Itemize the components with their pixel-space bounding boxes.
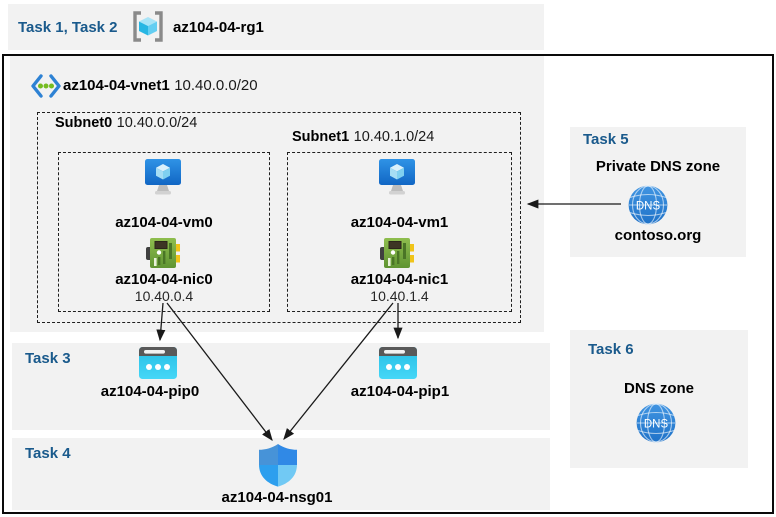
vnet-cidr: 10.40.0.0/20	[174, 77, 258, 94]
subnet1-name: Subnet1	[292, 129, 350, 145]
task4-label: Task 4	[25, 445, 71, 462]
subnet1-cidr: 10.40.1.0/24	[353, 129, 435, 145]
nic0-label: az104-04-nic0	[115, 271, 213, 288]
subnet0-name: Subnet0	[55, 115, 113, 131]
subnet0-box	[58, 152, 270, 312]
nic0-ip: 10.40.0.4	[134, 288, 194, 304]
task3-label: Task 3	[25, 350, 71, 367]
task6-label: Task 6	[588, 341, 634, 358]
subnet0-title: Subnet0 10.40.0.0/24	[55, 114, 197, 132]
resource-group-icon	[131, 10, 165, 43]
nic1-ip: 10.40.1.4	[370, 288, 429, 304]
private-dns-zone-name: contoso.org	[614, 227, 702, 244]
vnet-panel	[10, 56, 544, 332]
resource-group-band	[8, 4, 544, 50]
nic1-label: az104-04-nic1	[350, 271, 449, 288]
dns-zone-icon: DNS	[628, 185, 668, 225]
subnet0-cidr: 10.40.0.0/24	[116, 115, 198, 131]
virtual-network-icon	[31, 73, 61, 99]
dns-icon-text: DNS	[636, 201, 661, 213]
dns-icon-text: DNS	[644, 419, 669, 431]
task5-label: Task 5	[583, 131, 629, 148]
dns-zone-icon: DNS	[636, 403, 676, 443]
dns-zone-title: DNS zone	[623, 380, 694, 397]
public-ip-icon	[379, 347, 417, 379]
network-interface-icon	[380, 238, 414, 268]
nsg-shield-icon	[259, 444, 297, 487]
nsg-label: az104-04-nsg01	[221, 489, 333, 506]
subnet1-title: Subnet1 10.40.1.0/24	[292, 128, 434, 146]
vm0-label: az104-04-vm0	[115, 214, 213, 231]
vnet-title: az104-04-vnet1 10.40.0.0/20	[63, 77, 258, 95]
pip0-label: az104-04-pip0	[100, 383, 200, 400]
diagram-outer-box	[2, 54, 774, 514]
resource-group-name: az104-04-rg1	[173, 19, 264, 36]
private-dns-zone-title: Private DNS zone	[595, 158, 721, 175]
subnet1-box	[287, 152, 512, 312]
vm1-label: az104-04-vm1	[350, 214, 449, 231]
virtual-machine-icon	[145, 159, 181, 195]
network-interface-icon	[146, 238, 180, 268]
public-ip-icon	[139, 347, 177, 379]
pip1-label: az104-04-pip1	[350, 383, 450, 400]
task-1-2-label: Task 1, Task 2	[18, 19, 118, 36]
task3-band	[12, 343, 550, 430]
subnets-outer-dashed-box	[37, 112, 521, 323]
virtual-machine-icon	[379, 159, 415, 195]
task6-box	[570, 330, 748, 468]
vnet-name: az104-04-vnet1	[63, 77, 170, 94]
